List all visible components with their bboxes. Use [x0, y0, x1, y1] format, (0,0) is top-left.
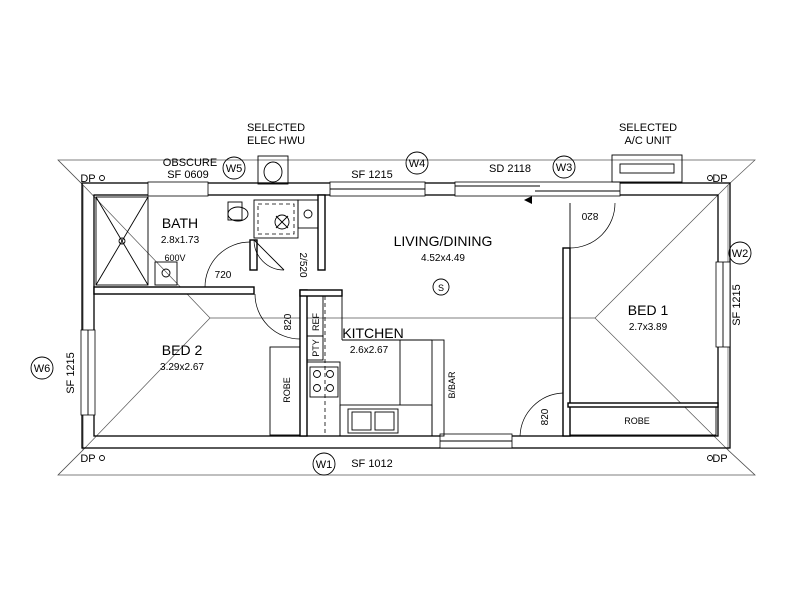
room-living-size: 4.52x4.49 [421, 253, 465, 264]
label-bbar: B/BAR [447, 371, 457, 399]
label-dp-bottom-left: DP [80, 453, 95, 465]
breakfast-bar [431, 339, 445, 437]
tag-w4: W4 [409, 158, 426, 170]
robe-bed1 [569, 406, 717, 436]
window-w5 [147, 181, 209, 197]
smoke-detector-label: S [438, 283, 444, 293]
tag-w5: W5 [226, 163, 243, 175]
window-tags: W5 W4 W3 W2 W6 W1 [30, 151, 752, 476]
roof-outline [57, 159, 756, 476]
room-bed1-name: BED 1 [628, 302, 669, 318]
smoke-detector-icon [432, 278, 450, 296]
label-dp-top-left: DP [80, 173, 95, 185]
hot-water-unit [257, 155, 289, 185]
label-door-820-kitchen: 820 [540, 408, 551, 425]
ac-unit [611, 154, 683, 183]
label-sf-1215-right: SF 1215 [731, 284, 743, 326]
label-obscure: OBSCURE [163, 157, 217, 169]
tag-w1: W1 [316, 459, 333, 471]
window-w3-sliding-door [454, 181, 621, 197]
label-sf-0609: SF 0609 [167, 169, 209, 181]
kitchen-sink [347, 408, 399, 434]
label-sf-1215-top: SF 1215 [351, 169, 393, 181]
room-living-name: LIVING/DINING [394, 233, 493, 249]
label-ac-unit: A/C UNIT [624, 135, 671, 147]
label-door-820-bed1: 820 [581, 210, 598, 221]
label-robe-bed2: ROBE [282, 377, 292, 403]
shower [95, 196, 149, 286]
label-dp-top-right: DP [712, 173, 727, 185]
room-bed2-name: BED 2 [162, 342, 203, 358]
label-sf-1012: SF 1012 [351, 458, 393, 470]
label-dp-bottom-right: DP [712, 453, 727, 465]
room-bed1-size: 2.7x3.89 [629, 322, 668, 333]
door-swings [204, 196, 616, 437]
room-bath-name: BATH [162, 215, 198, 231]
pantry [306, 335, 324, 361]
label-sd-2118: SD 2118 [489, 163, 531, 175]
downpipes [99, 175, 713, 461]
tag-w6: W6 [34, 363, 51, 375]
label-selected-ac: SELECTED [619, 122, 677, 134]
label-door-720: 720 [215, 270, 232, 281]
label-pty: PTY [311, 339, 321, 357]
label-600v: 600V [164, 253, 185, 263]
windows [80, 181, 731, 449]
label-door-820-bed2: 820 [283, 313, 294, 330]
bathroom-fixtures [95, 155, 319, 286]
bath-sink [297, 199, 319, 229]
kitchen-fixtures [269, 295, 445, 437]
interior-walls [93, 194, 719, 437]
room-bed2-size: 3.29x2.67 [160, 362, 204, 373]
label-selected-hwu: SELECTED [247, 122, 305, 134]
label-sf-1215-left: SF 1215 [65, 352, 77, 394]
room-bath-size: 2.8x1.73 [161, 235, 200, 246]
room-kitchen-size: 2.6x2.67 [350, 345, 389, 356]
robe-bed2 [269, 346, 301, 436]
cooktop [309, 366, 339, 398]
label-door-2520: 2/520 [297, 252, 308, 277]
tag-w2: W2 [732, 248, 749, 260]
label-elec-hwu: ELEC HWU [247, 135, 305, 147]
tag-w3: W3 [556, 162, 573, 174]
room-kitchen-name: KITCHEN [342, 325, 403, 341]
toilet-cistern [227, 201, 243, 221]
vanity [154, 261, 178, 286]
label-ref: REF [311, 312, 321, 331]
label-robe-bed1: ROBE [624, 416, 650, 426]
